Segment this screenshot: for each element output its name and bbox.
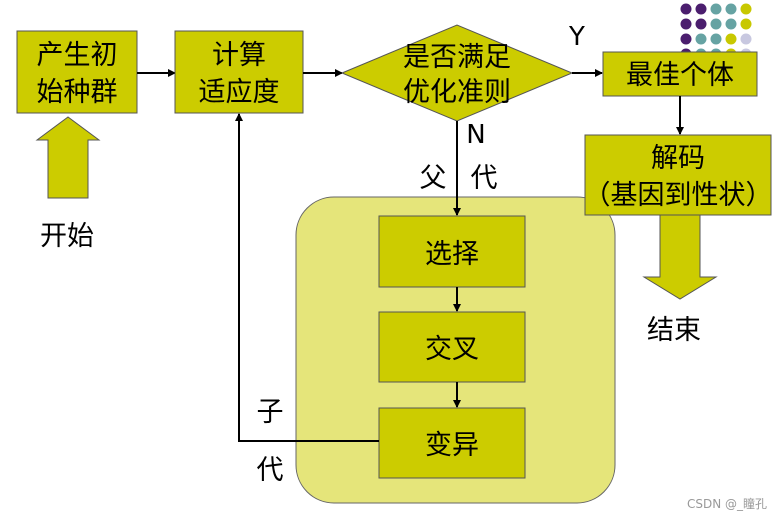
decorative-dot <box>740 33 752 45</box>
node-mutation[interactable]: 变异 <box>378 407 526 479</box>
node-decode[interactable]: 解码 （基因到性状） <box>584 134 773 216</box>
no-label: N <box>466 120 485 150</box>
decorative-dot <box>680 18 692 30</box>
decorative-dot <box>725 33 737 45</box>
decorative-dot <box>695 3 707 15</box>
start-label: 开始 <box>40 221 94 252</box>
decorative-dot <box>710 3 722 15</box>
node-init-population-line2: 始种群 <box>37 77 118 108</box>
decorative-dot <box>740 18 752 30</box>
node-init-population[interactable]: 产生初 始种群 <box>16 30 138 114</box>
decorative-dot <box>680 33 692 45</box>
start-block-arrow-icon <box>35 116 101 199</box>
node-select-line1: 选择 <box>425 239 479 270</box>
node-select[interactable]: 选择 <box>378 215 526 288</box>
node-crossover[interactable]: 交叉 <box>378 311 526 383</box>
node-init-population-line1: 产生初 <box>37 40 118 71</box>
decorative-dot <box>695 18 707 30</box>
arrow-mutation-to-fitness-loop <box>235 113 379 442</box>
node-fitness[interactable]: 计算 适应度 <box>174 30 304 114</box>
decorative-dot <box>725 3 737 15</box>
parent-label-2: 代 <box>471 163 498 194</box>
node-fitness-line2: 适应度 <box>199 77 280 108</box>
node-best-individual[interactable]: 最佳个体 <box>602 51 758 97</box>
end-label: 结束 <box>647 315 701 346</box>
parent-label-1: 父 <box>420 163 447 194</box>
node-criterion-line1: 是否满足 <box>403 42 511 73</box>
decorative-dot <box>710 33 722 45</box>
watermark-text: CSDN @_瞳孔 <box>687 496 767 511</box>
end-block-arrow-icon <box>642 214 718 300</box>
decorative-dot <box>710 18 722 30</box>
node-best-line1: 最佳个体 <box>626 60 734 91</box>
node-crossover-line1: 交叉 <box>425 334 479 365</box>
child-label-2: 代 <box>257 455 284 486</box>
child-label-1: 子 <box>257 397 284 428</box>
node-fitness-line1: 计算 <box>212 40 266 71</box>
node-decode-line2: （基因到性状） <box>584 180 773 211</box>
yes-label: Y <box>568 22 585 52</box>
decorative-dot <box>740 3 752 15</box>
decorative-dot <box>695 33 707 45</box>
node-criterion-line2: 优化准则 <box>403 77 511 108</box>
decorative-dot <box>725 18 737 30</box>
node-decode-line1: 解码 <box>651 143 705 174</box>
decorative-dot <box>680 3 692 15</box>
node-criterion-decision[interactable]: 是否满足 优化准则 <box>340 24 574 122</box>
node-mutation-line1: 变异 <box>425 430 479 461</box>
